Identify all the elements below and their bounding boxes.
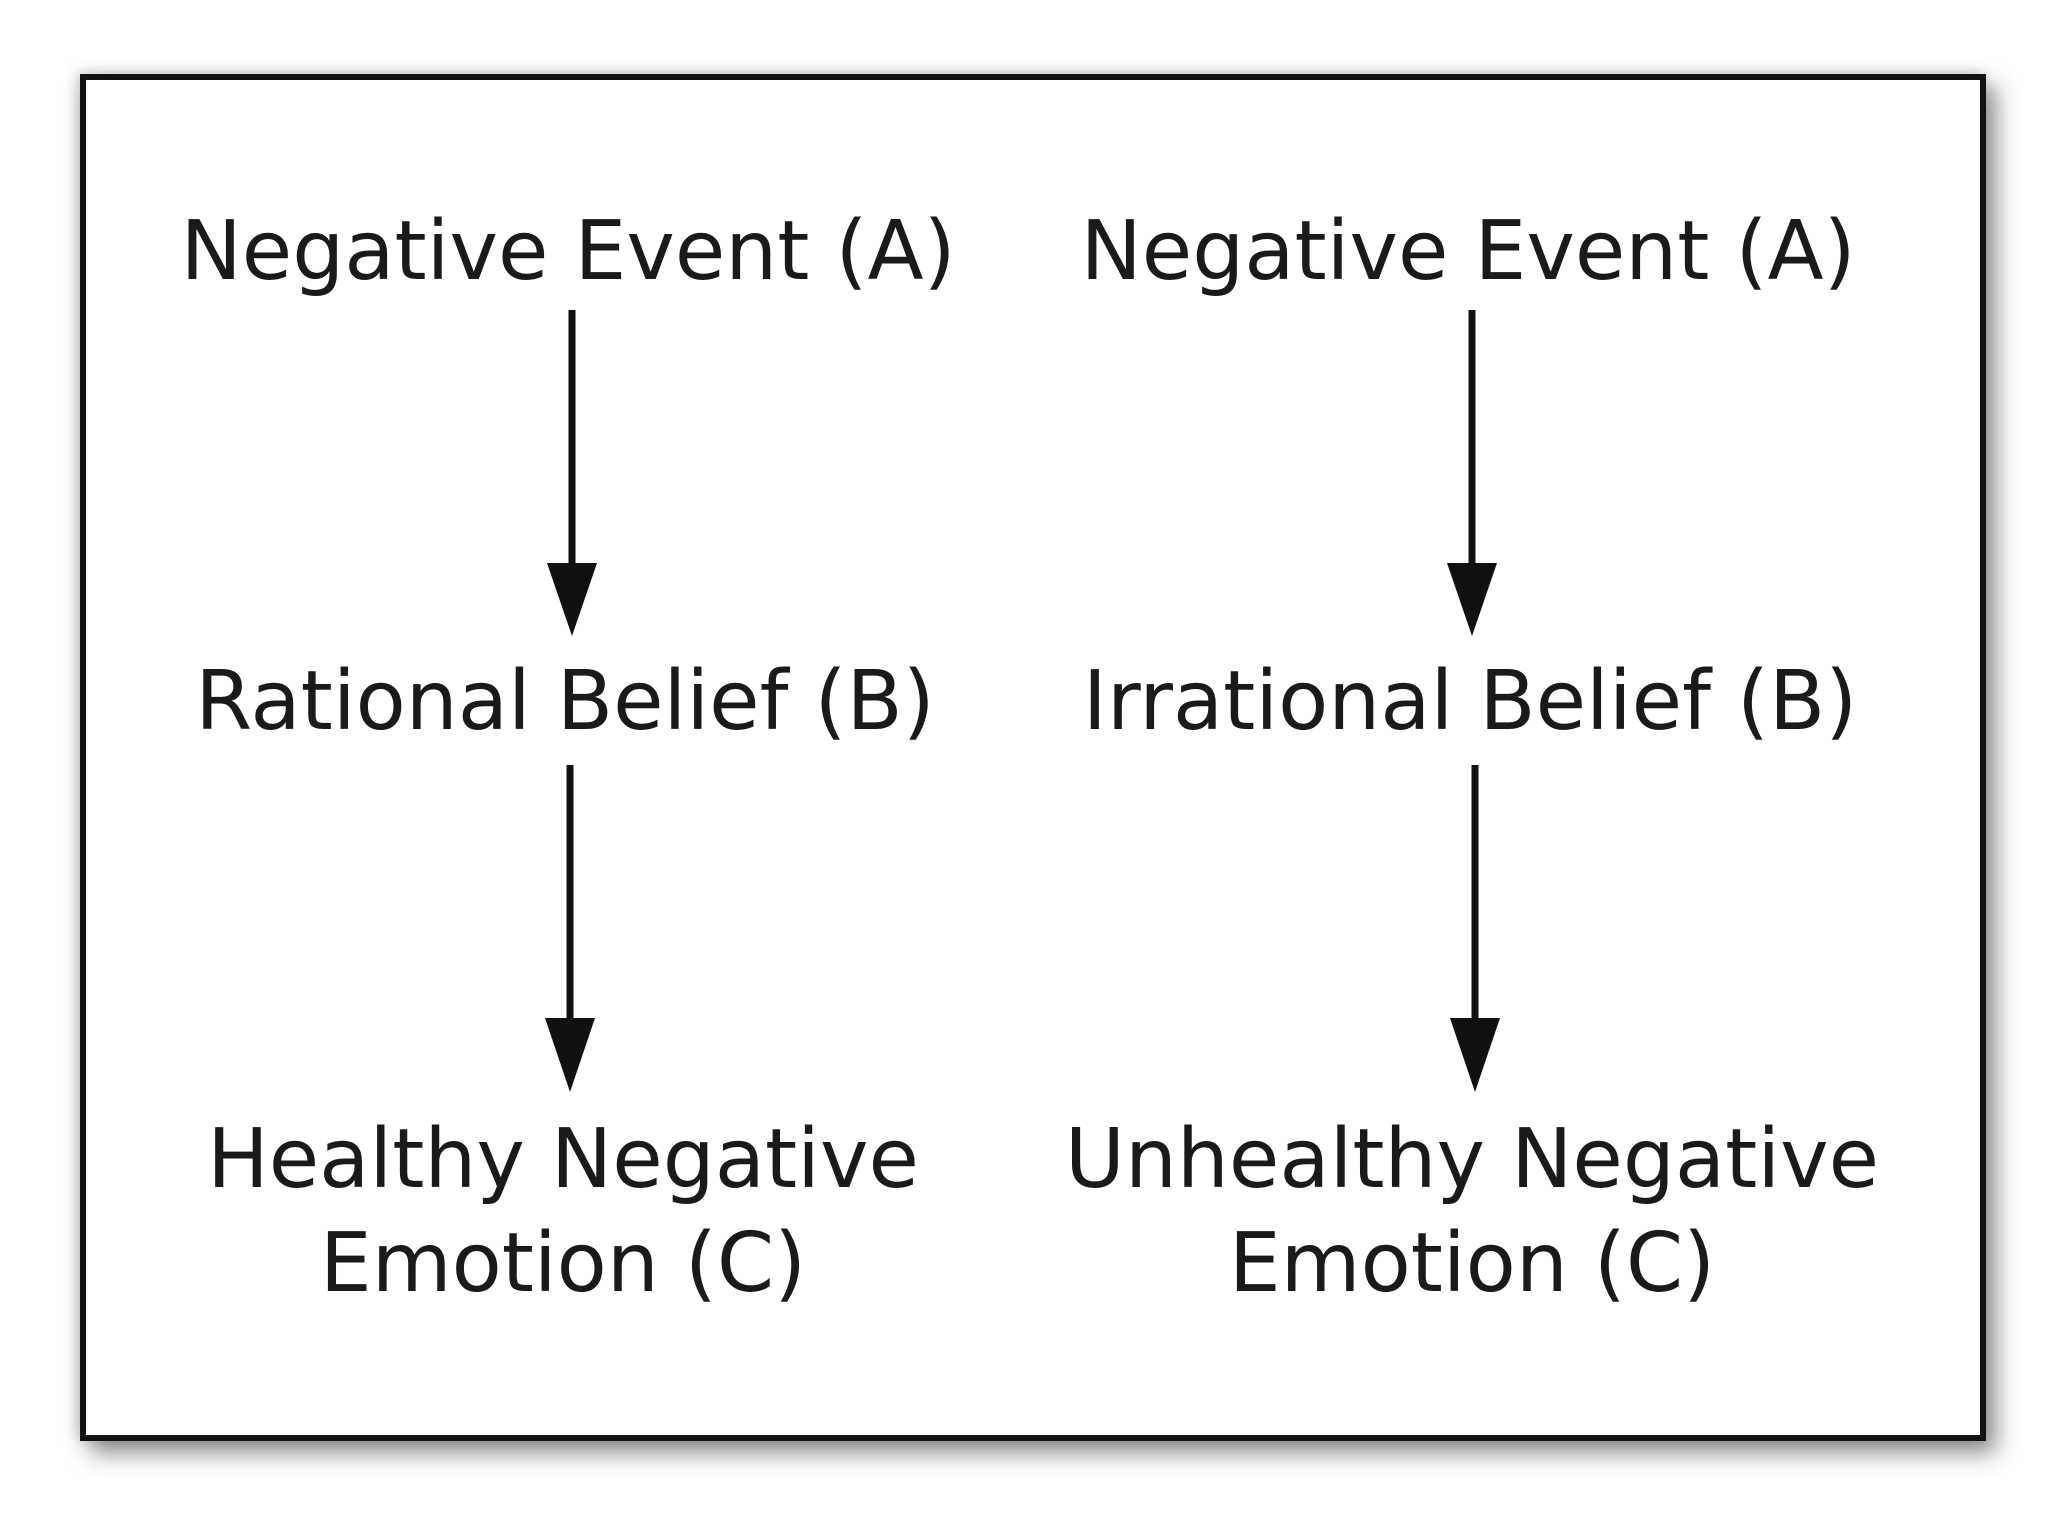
left-healthy-emotion-node: Healthy Negative Emotion (C) — [207, 1108, 919, 1316]
left-negative-event-node: Negative Event (A) — [180, 204, 956, 299]
right-irrational-belief-node: Irrational Belief (B) — [1082, 654, 1858, 749]
left-emotion-line-1: Healthy Negative — [207, 1112, 919, 1207]
left-rational-belief-node: Rational Belief (B) — [195, 654, 935, 749]
right-unhealthy-emotion-node: Unhealthy Negative Emotion (C) — [1065, 1108, 1879, 1316]
left-emotion-line-2: Emotion (C) — [319, 1216, 807, 1311]
right-negative-event-node: Negative Event (A) — [1080, 204, 1856, 299]
right-emotion-line-2: Emotion (C) — [1228, 1216, 1716, 1311]
right-emotion-line-1: Unhealthy Negative — [1064, 1112, 1880, 1207]
diagram-frame — [80, 74, 1986, 1441]
